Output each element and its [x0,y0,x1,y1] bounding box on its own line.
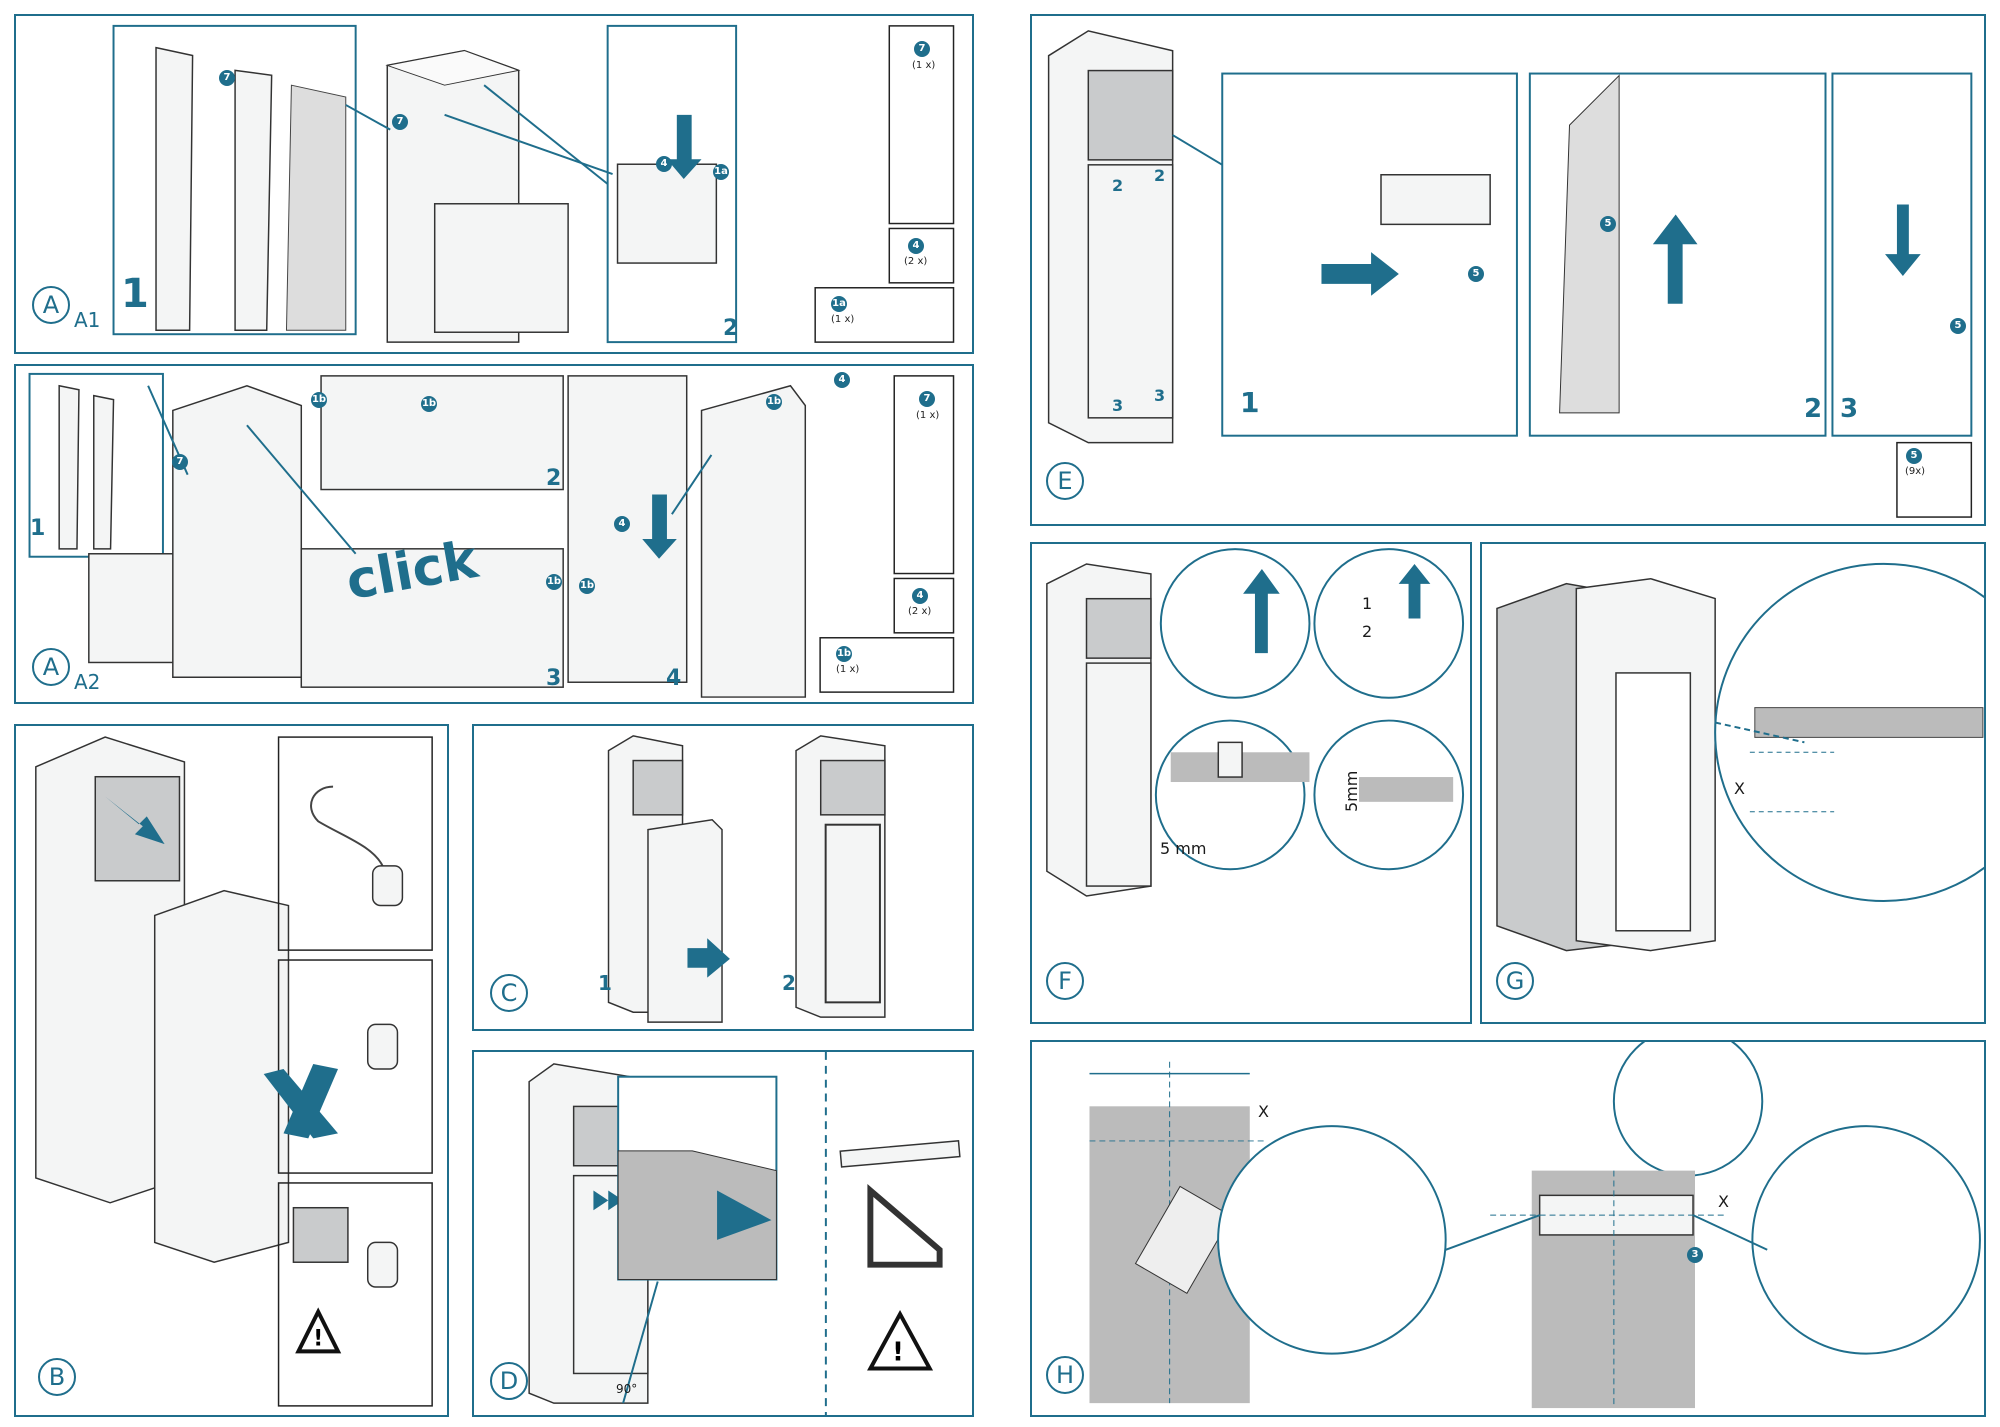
a2-badge-1b-d: 1b [579,578,595,594]
a2-badge-1b-a: 1b [311,392,327,408]
panel-a2: A A2 click 1 2 3 4 1b 7 1b 1b 1b 4 1b 4 … [14,364,974,704]
a1-part-4-qty: (2 x) [904,256,928,267]
c-step-1: 1 [598,971,612,995]
g-illustration [1496,562,1984,952]
h-badge-3: 3 [1687,1247,1703,1263]
a2-step-1: 1 [30,516,46,541]
b-letter: B [38,1358,76,1396]
a2-part-4-badge: 4 [912,588,928,604]
f-illustration [1046,548,1465,897]
h-illustration [1089,1042,1981,1409]
e-callout-3a: 3 [1112,396,1124,415]
a1-badge-4: 4 [656,156,672,172]
e-callout-2a: 2 [1112,176,1124,195]
c-step-2: 2 [782,971,796,995]
a1-part-7-badge: 7 [914,41,930,57]
e-part-5-badge: 5 [1906,448,1922,464]
g-letter: G [1496,962,1534,1000]
f-measure-5mm: 5 mm [1160,839,1207,858]
a1-badge-7b: 7 [392,114,408,130]
e-badge-5-a: 5 [1468,266,1484,282]
c-illustration [607,735,886,1023]
d-letter: D [490,1362,528,1400]
a2-suffix: A2 [74,670,101,694]
a2-part-4-qty: (2 x) [908,606,932,617]
panel-g: G X [1480,542,1986,1024]
h-x-label-1: X [1258,1102,1269,1121]
a2-badge-1b-e: 1b [766,394,782,410]
f-letter: F [1046,962,1084,1000]
panel-a1: A A1 1 2 7 7 4 1a 7 (1 x) 4 (2 x) 1a (1 … [14,14,974,354]
a2-badge-1b-c: 1b [546,574,562,590]
a2-letter: A [32,648,70,686]
panel-f: F 1 2 5 mm 5mm [1030,542,1472,1024]
svg-text:!: ! [313,1326,323,1351]
c-letter: C [490,974,528,1012]
svg-text:!: ! [892,1338,904,1368]
e-step-3: 3 [1840,394,1859,424]
a1-badge-1a: 1a [713,164,729,180]
panel-h: H X X 3 [1030,1040,1986,1417]
f-measure-5mm-vertical: 5mm [1342,770,1361,812]
f-num-1: 1 [1362,594,1373,613]
a2-illustration [28,372,955,698]
b-illustration: ! [35,736,433,1407]
d-illustration: ! [528,1052,961,1415]
panel-e: E 1 2 3 2 2 3 3 5 5 5 5 (9x) [1030,14,1986,526]
a2-part-1b-qty: (1 x) [836,664,860,675]
a1-part-1a-qty: (1 x) [831,314,855,325]
d-angle-label: 90° [616,1382,638,1396]
e-callout-3b: 3 [1154,386,1166,405]
a1-badge-7: 7 [219,70,235,86]
panel-d: ! D 90° [472,1050,974,1417]
a1-part-1a-badge: 1a [831,296,847,312]
a2-badge-4-a: 4 [614,516,630,532]
a1-illustration [112,24,955,344]
a1-letter: A [32,286,70,324]
e-step-1: 1 [1240,386,1260,419]
e-badge-5-b: 5 [1600,216,1616,232]
f-num-2: 2 [1362,622,1373,641]
e-callout-2b: 2 [1154,166,1166,185]
panel-b: ! B [14,724,449,1417]
a2-badge-7: 7 [172,454,188,470]
a2-step-4: 4 [666,666,682,691]
a1-part-7-qty: (1 x) [912,60,936,71]
panel-c: C 1 2 [472,724,974,1031]
e-part-5-qty: (9x) [1905,466,1926,477]
h-letter: H [1046,1356,1084,1394]
e-badge-5-c: 5 [1950,318,1966,334]
a2-badge-4-b: 4 [834,372,850,388]
a1-part-4-badge: 4 [908,238,924,254]
a2-part-7-qty: (1 x) [916,410,940,421]
e-letter: E [1046,462,1084,500]
a2-part-1b-badge: 1b [836,646,852,662]
a2-step-2: 2 [546,466,562,491]
a1-step-2: 2 [723,316,739,341]
h-x-label-2: X [1718,1192,1729,1211]
e-step-2: 2 [1804,394,1823,424]
a1-step-1: 1 [121,271,149,317]
g-x-label: X [1734,779,1745,798]
a2-part-7-badge: 7 [919,391,935,407]
e-illustration [1047,30,1973,518]
a2-step-3: 3 [546,666,562,691]
a1-suffix: A1 [74,308,101,332]
a2-badge-1b-b: 1b [421,396,437,412]
